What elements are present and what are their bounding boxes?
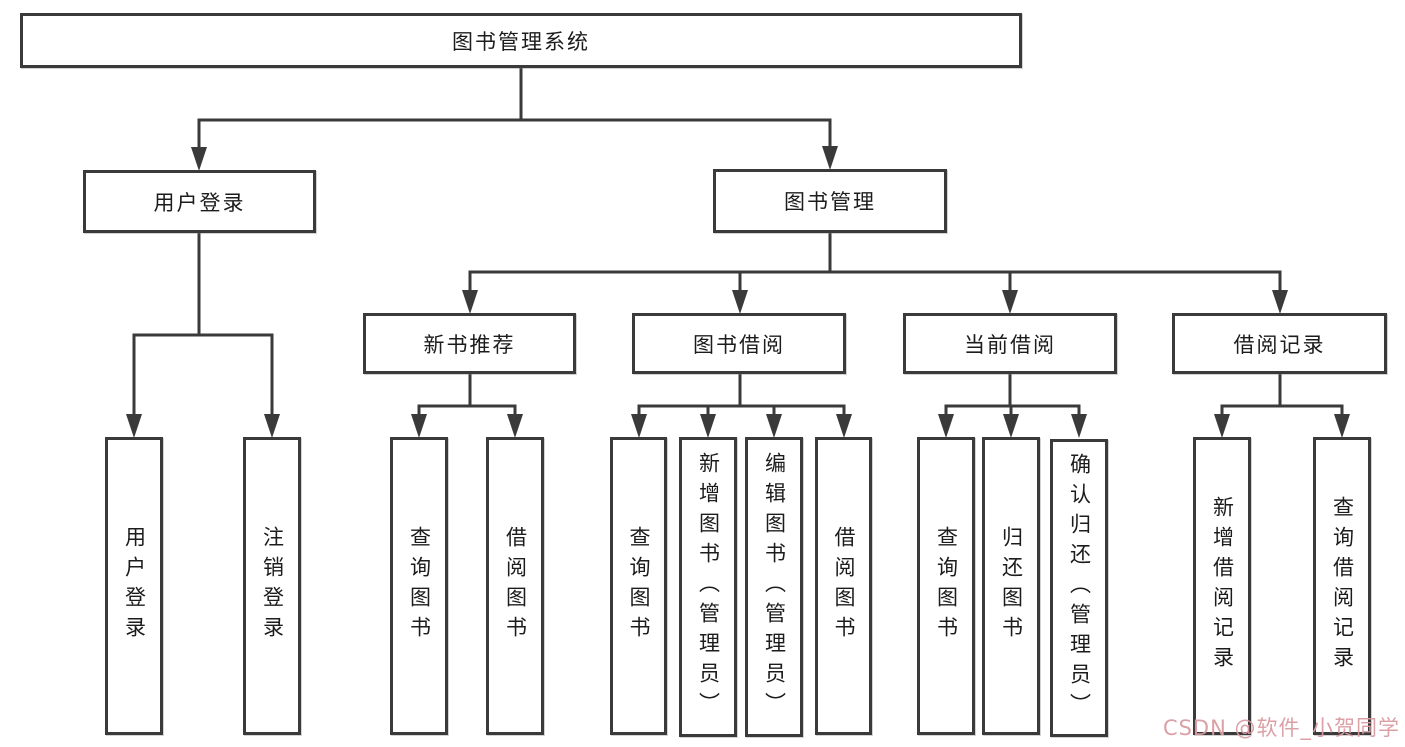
leaf-query-book-1-label: 查询图书	[407, 526, 432, 646]
leaf-borrow-book-2: 借阅图书	[815, 437, 872, 735]
node-book-management-label: 图书管理	[784, 190, 876, 214]
node-book-management: 图书管理	[713, 169, 947, 233]
leaf-logout: 注销登录	[243, 437, 301, 735]
leaf-return-book-label: 归还图书	[999, 526, 1024, 646]
leaf-query-borrow-record-label: 查询借阅记录	[1330, 496, 1355, 676]
leaf-query-book-2-label: 查询图书	[627, 526, 651, 646]
leaf-add-book-admin: 新增图书（管理员）	[679, 437, 737, 737]
leaf-borrow-book-1: 借阅图书	[486, 437, 544, 735]
node-book-borrowing-label: 图书借阅	[693, 332, 785, 357]
leaf-add-borrow-record: 新增借阅记录	[1193, 437, 1251, 735]
node-current-borrowing: 当前借阅	[903, 313, 1117, 374]
leaf-edit-book-admin-label: 编辑图书（管理员）	[762, 452, 787, 722]
leaf-confirm-return-admin-label: 确认归还（管理员）	[1067, 453, 1092, 723]
node-root-label: 图书管理系统	[452, 29, 590, 54]
node-borrowing-records: 借阅记录	[1172, 313, 1387, 374]
node-borrowing-records-label: 借阅记录	[1233, 332, 1326, 357]
node-user-login-label: 用户登录	[153, 190, 246, 215]
node-new-book-recommend-label: 新书推荐	[423, 332, 516, 357]
leaf-query-borrow-record: 查询借阅记录	[1313, 437, 1371, 735]
node-root: 图书管理系统	[20, 13, 1022, 68]
node-user-login: 用户登录	[83, 170, 316, 233]
leaf-logout-label: 注销登录	[260, 526, 285, 646]
leaf-query-book-2: 查询图书	[610, 437, 667, 735]
leaf-borrow-book-2-label: 借阅图书	[832, 526, 856, 646]
leaf-return-book: 归还图书	[982, 437, 1040, 735]
leaf-query-book-3-label: 查询图书	[934, 526, 959, 646]
node-current-borrowing-label: 当前借阅	[964, 332, 1056, 357]
leaf-query-book-1: 查询图书	[390, 437, 448, 735]
leaf-borrow-book-1-label: 借阅图书	[503, 526, 528, 646]
leaf-add-book-admin-label: 新增图书（管理员）	[696, 452, 721, 722]
leaf-user-login-label: 用户登录	[122, 526, 147, 646]
leaf-query-book-3: 查询图书	[917, 437, 975, 735]
node-book-borrowing: 图书借阅	[632, 313, 846, 374]
watermark: CSDN @软件_小贺同学	[1162, 716, 1400, 740]
leaf-confirm-return-admin: 确认归还（管理员）	[1050, 439, 1108, 737]
leaf-user-login: 用户登录	[105, 437, 163, 735]
node-new-book-recommend: 新书推荐	[363, 313, 576, 374]
leaf-add-borrow-record-label: 新增借阅记录	[1210, 496, 1235, 676]
leaf-edit-book-admin: 编辑图书（管理员）	[745, 437, 803, 737]
